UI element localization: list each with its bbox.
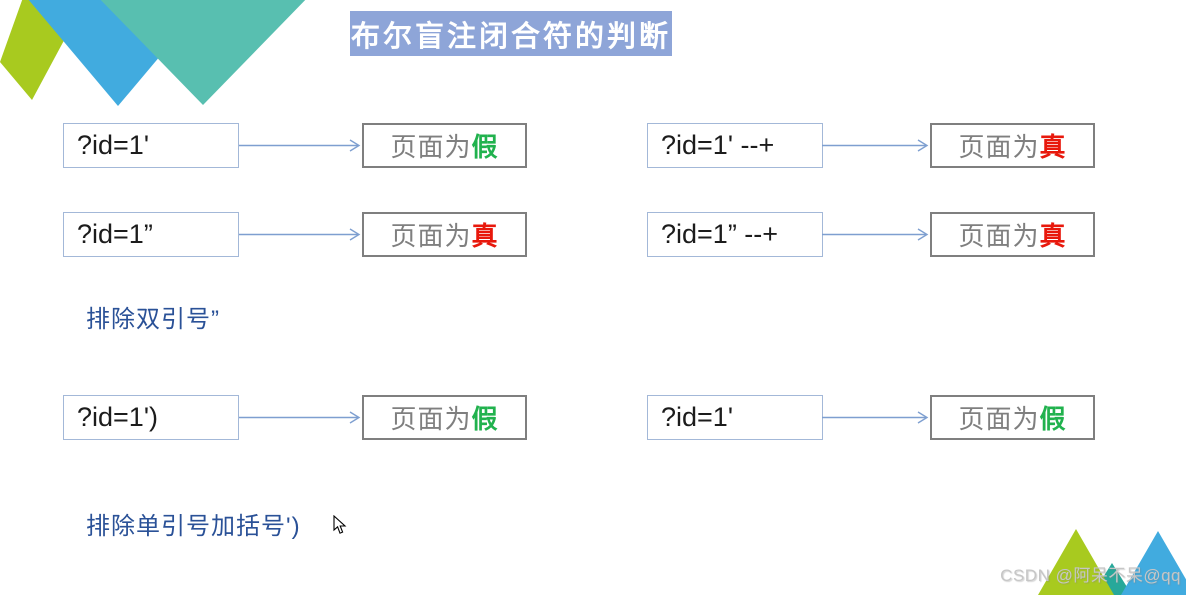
flow-arrow [822,228,929,241]
query-text: ?id=1' [77,130,149,160]
query-box-6: ?id=1' [647,395,823,440]
result-value: 假 [471,404,499,434]
result-prefix: 页面为 [958,132,1040,162]
result-prefix: 页面为 [390,404,472,434]
note-exclude-double-quote: 排除双引号” [86,306,220,333]
query-box-5: ?id=1') [63,395,239,440]
decorative-triangles-top-left [0,0,306,106]
query-box-4: ?id=1” --+ [647,212,823,257]
result-box-3: 页面为真 [362,212,527,257]
result-value: 假 [471,132,499,162]
flow-arrow [239,139,361,152]
result-prefix: 页面为 [958,404,1040,434]
decorative-triangles-bottom-right [1038,529,1186,595]
result-prefix: 页面为 [390,221,472,251]
flow-arrow [822,411,929,424]
result-prefix: 页面为 [390,132,472,162]
result-value: 假 [1039,404,1067,434]
watermark: CSDN @阿呆不呆@qq [1000,566,1181,585]
query-text: ?id=1') [77,402,158,432]
page-title: 布尔盲注闭合符的判断 [350,11,672,56]
query-box-2: ?id=1' --+ [647,123,823,168]
result-value: 真 [471,221,499,251]
result-value: 真 [1039,221,1067,251]
query-box-3: ?id=1” [63,212,239,257]
flow-arrow [822,139,929,152]
mouse-cursor-icon [333,515,347,534]
result-box-6: 页面为假 [930,395,1095,440]
result-box-4: 页面为真 [930,212,1095,257]
query-text: ?id=1” [77,219,153,249]
query-text: ?id=1' [661,402,733,432]
result-value: 真 [1039,132,1067,162]
flow-arrow [239,411,361,424]
query-box-1: ?id=1' [63,123,239,168]
note-exclude-single-quote-paren: 排除单引号加括号') [86,513,301,540]
result-box-2: 页面为真 [930,123,1095,168]
flow-arrow [239,228,361,241]
result-prefix: 页面为 [958,221,1040,251]
result-box-5: 页面为假 [362,395,527,440]
result-box-1: 页面为假 [362,123,527,168]
query-text: ?id=1” --+ [661,219,779,249]
query-text: ?id=1' --+ [661,130,775,160]
